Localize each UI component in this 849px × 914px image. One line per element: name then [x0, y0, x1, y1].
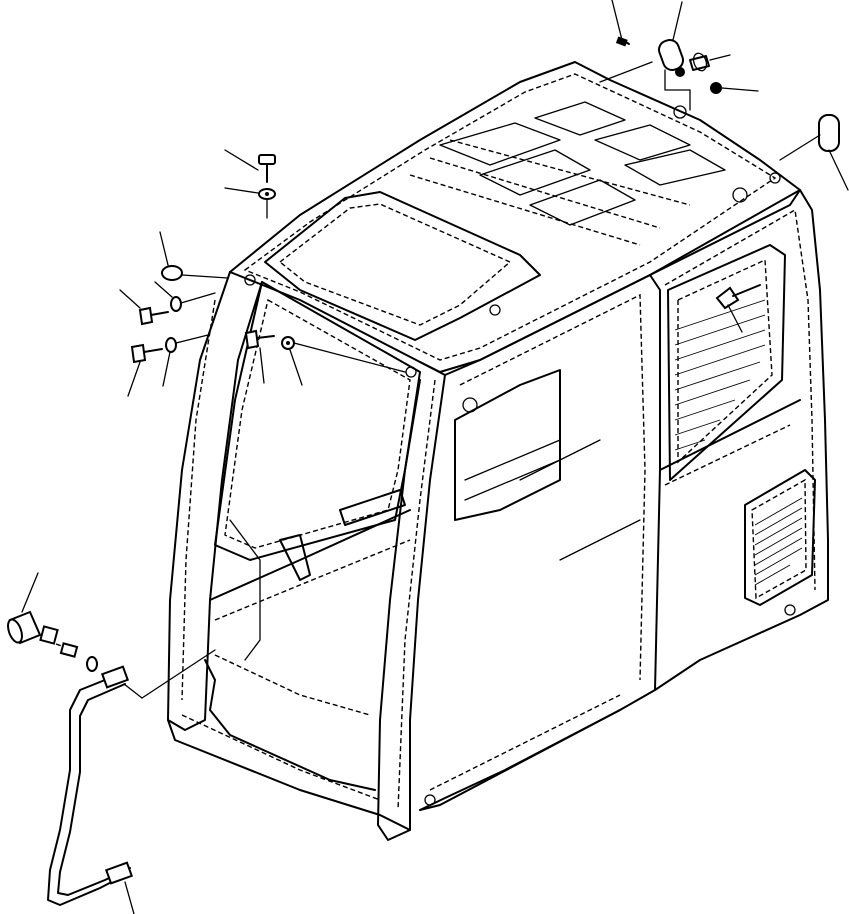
washer-icon [224, 187, 276, 219]
bolt-icon [715, 284, 761, 333]
cab-shell-icon [167, 61, 829, 841]
bolt-icon [127, 343, 163, 397]
bolt-icon [39, 625, 79, 658]
bolt-icon [244, 329, 275, 384]
pipe-icon [47, 649, 216, 914]
seal-icon [658, 1, 691, 91]
bolt-icon [224, 149, 276, 183]
grille-icon [744, 469, 816, 606]
sleeve-icon [7, 572, 42, 645]
washer-icon [162, 334, 209, 387]
bolt-icon [675, 52, 731, 77]
washer-icon [281, 336, 406, 386]
bolt-icon [611, 0, 630, 47]
washer-icon [86, 656, 98, 672]
grommet-icon [159, 231, 229, 281]
washer-icon [154, 281, 216, 312]
seal-icon [779, 114, 849, 191]
bolt-icon [673, 82, 759, 119]
bolt-icon [119, 289, 169, 326]
side-window-icon [667, 244, 786, 481]
